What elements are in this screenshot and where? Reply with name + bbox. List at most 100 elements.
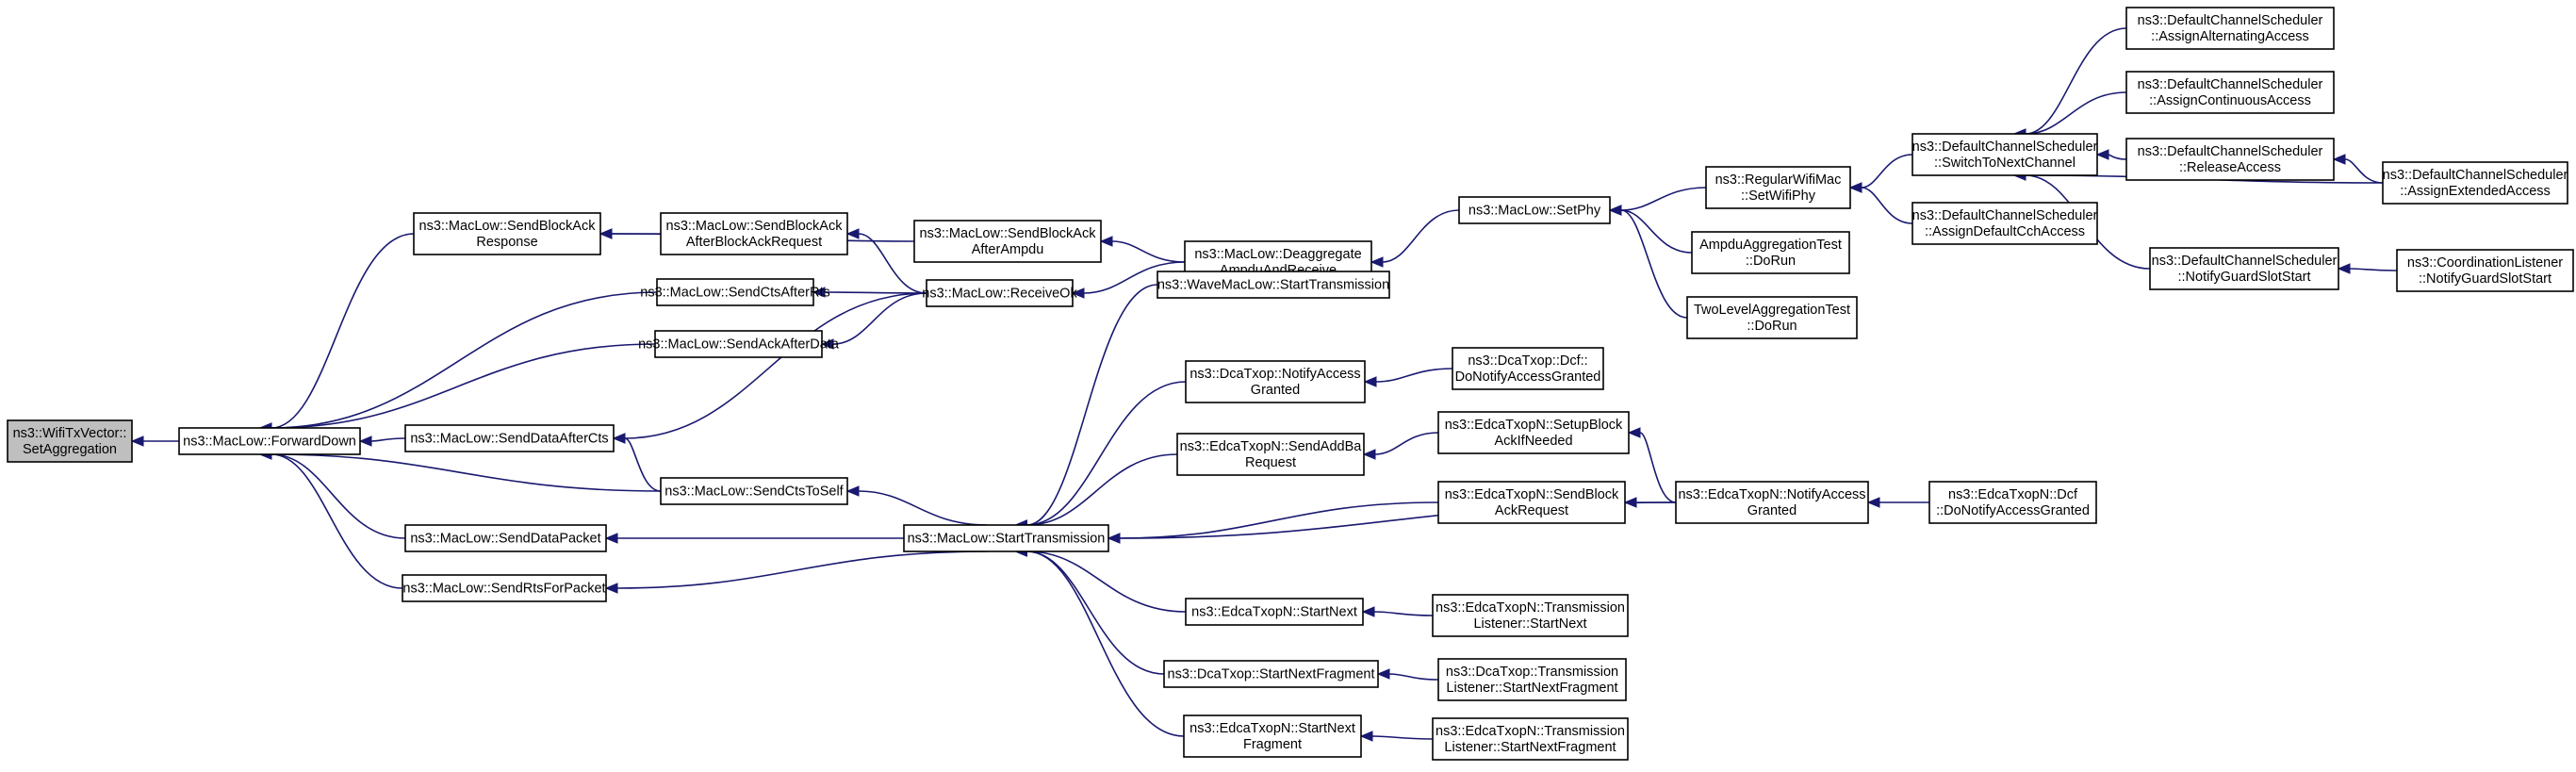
node-label-line: ::NotifyGuardSlotStart xyxy=(2419,271,2551,287)
node-edcastartnext[interactable]: ns3::EdcaTxopN::StartNext xyxy=(1185,598,1364,626)
node-assigncont[interactable]: ns3::DefaultChannelScheduler::AssignCont… xyxy=(2125,71,2335,114)
node-label-line: ns3::DefaultChannelScheduler xyxy=(1912,140,2098,155)
node-fwd[interactable]: ns3::MacLow::ForwardDown xyxy=(178,427,361,455)
node-box xyxy=(1176,433,1365,476)
edge-edcatlfrag-to-edcastartfrag xyxy=(1371,735,1434,740)
node-box xyxy=(1452,347,1604,390)
arrowhead-twoleveltest-to-setphy xyxy=(1608,205,1622,216)
node-ackdata[interactable]: ns3::MacLow::SendAckAfterData xyxy=(638,330,840,358)
node-regwifi[interactable]: ns3::RegularWifiMac::SetWifiPhy xyxy=(1705,166,1851,209)
node-label-line: ns3::DcaTxop::Transmission xyxy=(1446,665,1618,680)
node-notifyguard[interactable]: ns3::DefaultChannelScheduler::NotifyGuar… xyxy=(2149,247,2339,290)
node-box xyxy=(2125,138,2335,181)
edge-twoleveltest-to-setphy xyxy=(1620,209,1688,319)
node-label-line: ::DoRun xyxy=(1747,319,1797,334)
node-ctsrts[interactable]: ns3::MacLow::SendCtsAfterRts xyxy=(640,278,830,306)
node-label-line: ns3::DefaultChannelScheduler xyxy=(2138,77,2323,92)
node-ctsself[interactable]: ns3::MacLow::SendCtsToSelf xyxy=(660,477,848,505)
node-datapacket[interactable]: ns3::MacLow::SendDataPacket xyxy=(404,524,607,552)
node-label-line: Listener::StartNextFragment xyxy=(1446,681,1617,696)
node-dcastartfrag[interactable]: ns3::DcaTxop::StartNextFragment xyxy=(1163,660,1379,688)
node-label-line: Fragment xyxy=(1243,737,1302,752)
node-box xyxy=(1185,598,1364,626)
node-box xyxy=(2125,7,2335,50)
node-setphy[interactable]: ns3::MacLow::SetPhy xyxy=(1458,196,1611,224)
node-box xyxy=(660,212,848,255)
node-box xyxy=(413,212,601,255)
node-box xyxy=(1705,166,1851,209)
node-label-line: Response xyxy=(476,235,537,250)
node-label-line: ns3::MacLow::SendCtsAfterRts xyxy=(640,286,829,301)
node-release[interactable]: ns3::DefaultChannelScheduler::ReleaseAcc… xyxy=(2125,138,2335,181)
node-label-line: ::AssignExtendedAccess xyxy=(2400,184,2551,199)
node-starttx[interactable]: ns3::MacLow::StartTransmission xyxy=(903,524,1109,552)
node-box xyxy=(1458,196,1611,224)
node-dcanotify[interactable]: ns3::DcaTxop::NotifyAccessGranted xyxy=(1185,360,1366,403)
node-label-line: ns3::WaveMacLow::StartTransmission xyxy=(1157,278,1389,293)
edge-ampdutest-to-setphy xyxy=(1620,209,1693,254)
arrowhead-release-to-switchnext xyxy=(2095,149,2109,160)
node-edcatlfrag[interactable]: ns3::EdcaTxopN::TransmissionListener::St… xyxy=(1432,717,1629,761)
node-edcatlnext[interactable]: ns3::EdcaTxopN::TransmissionListener::St… xyxy=(1432,594,1629,637)
edge-assignext-to-release xyxy=(2344,158,2384,184)
arrowhead-datacts-to-fwd xyxy=(358,435,372,447)
node-receiveok[interactable]: ns3::MacLow::ReceiveOk xyxy=(922,279,1077,307)
node-assignext[interactable]: ns3::DefaultChannelScheduler::AssignExte… xyxy=(2382,161,2568,205)
edge-dcastartfrag-to-starttx xyxy=(1026,550,1165,675)
node-twoleveltest[interactable]: TwoLevelAggregationTest::DoRun xyxy=(1686,296,1858,339)
edge-ackdata-to-fwd xyxy=(271,343,656,429)
node-wavestart[interactable]: ns3::WaveMacLow::StartTransmission xyxy=(1157,271,1390,299)
edge-edcatlnext-to-edcastartnext xyxy=(1373,611,1434,616)
node-switchnext[interactable]: ns3::DefaultChannelScheduler::SwitchToNe… xyxy=(1911,133,2098,176)
node-rtspacket[interactable]: ns3::MacLow::SendRtsForPacket xyxy=(402,574,607,602)
node-label-line: ns3::MacLow::StartTransmission xyxy=(908,532,1106,547)
node-label-line: Listener::StartNext xyxy=(1473,616,1586,632)
node-edcadcf[interactable]: ns3::EdcaTxopN::Dcf::DoNotifyAccessGrant… xyxy=(1928,481,2097,524)
node-label-line: AckIfNeeded xyxy=(1494,434,1572,449)
node-box xyxy=(1437,481,1626,524)
node-label-line: AfterAmpdu xyxy=(972,242,1044,257)
node-label-line: AmpduAggregationTest xyxy=(1699,238,1842,253)
node-dcadcf[interactable]: ns3::DcaTxop::Dcf::DoNotifyAccessGranted xyxy=(1452,347,1604,390)
node-assignalt[interactable]: ns3::DefaultChannelScheduler::AssignAlte… xyxy=(2125,7,2335,50)
node-settx[interactable]: ns3::WifiTxVector::SetAggregation xyxy=(7,419,133,463)
node-edcastartfrag[interactable]: ns3::EdcaTxopN::StartNextFragment xyxy=(1183,715,1362,758)
node-box xyxy=(1437,411,1630,454)
node-dcatlfrag[interactable]: ns3::DcaTxop::TransmissionListener::Star… xyxy=(1437,658,1627,701)
arrowhead-deagg-to-sbaampdu xyxy=(1099,236,1113,247)
edge-edcanotify-to-edcasetup xyxy=(1639,432,1677,503)
node-box xyxy=(1185,360,1366,403)
edge-edcaaddba-to-starttx xyxy=(1026,453,1178,526)
node-sbabar[interactable]: ns3::MacLow::SendBlockAckAfterBlockAckRe… xyxy=(660,212,848,255)
arrowhead-dcatlfrag-to-dcastartfrag xyxy=(1376,668,1390,680)
node-coordguard[interactable]: ns3::CoordinationListener::NotifyGuardSl… xyxy=(2396,249,2574,292)
node-datacts[interactable]: ns3::MacLow::SendDataAfterCts xyxy=(404,424,615,452)
node-box xyxy=(404,424,615,452)
arrowhead-ctsself-to-datacts xyxy=(612,433,626,444)
node-label-line: ::AssignAlternatingAccess xyxy=(2151,29,2309,44)
edge-receiveok-to-datacts xyxy=(624,292,927,439)
node-edcanotify[interactable]: ns3::EdcaTxopN::NotifyAccessGranted xyxy=(1675,481,1869,524)
node-label-line: ns3::EdcaTxopN::SendBlock xyxy=(1445,487,1619,502)
node-label-line: ns3::MacLow::SendCtsToSelf xyxy=(665,485,844,500)
node-label-line: ::ReleaseAccess xyxy=(2179,160,2281,175)
edge-deagg-to-sbaampdu xyxy=(1111,240,1186,263)
arrowhead-setphy-to-deagg xyxy=(1370,256,1384,268)
node-box xyxy=(1691,231,1850,274)
arrowhead-assignext-to-release xyxy=(2332,154,2346,165)
node-label-line: ::AssignDefaultCchAccess xyxy=(1925,224,2085,239)
edge-switchnext-to-regwifi xyxy=(1861,154,1913,189)
node-label-line: ns3::CoordinationListener xyxy=(2407,255,2563,271)
nodes-layer: ns3::WifiTxVector::SetAggregationns3::Ma… xyxy=(7,7,2574,761)
node-box xyxy=(2382,161,2568,205)
node-ampdutest[interactable]: AmpduAggregationTest::DoRun xyxy=(1691,231,1850,274)
node-box xyxy=(1183,715,1362,758)
node-label-line: AckRequest xyxy=(1495,503,1568,518)
node-assigndefault[interactable]: ns3::DefaultChannelScheduler::AssignDefa… xyxy=(1911,202,2098,245)
node-label-line: ns3::EdcaTxopN::StartNext xyxy=(1190,721,1355,736)
